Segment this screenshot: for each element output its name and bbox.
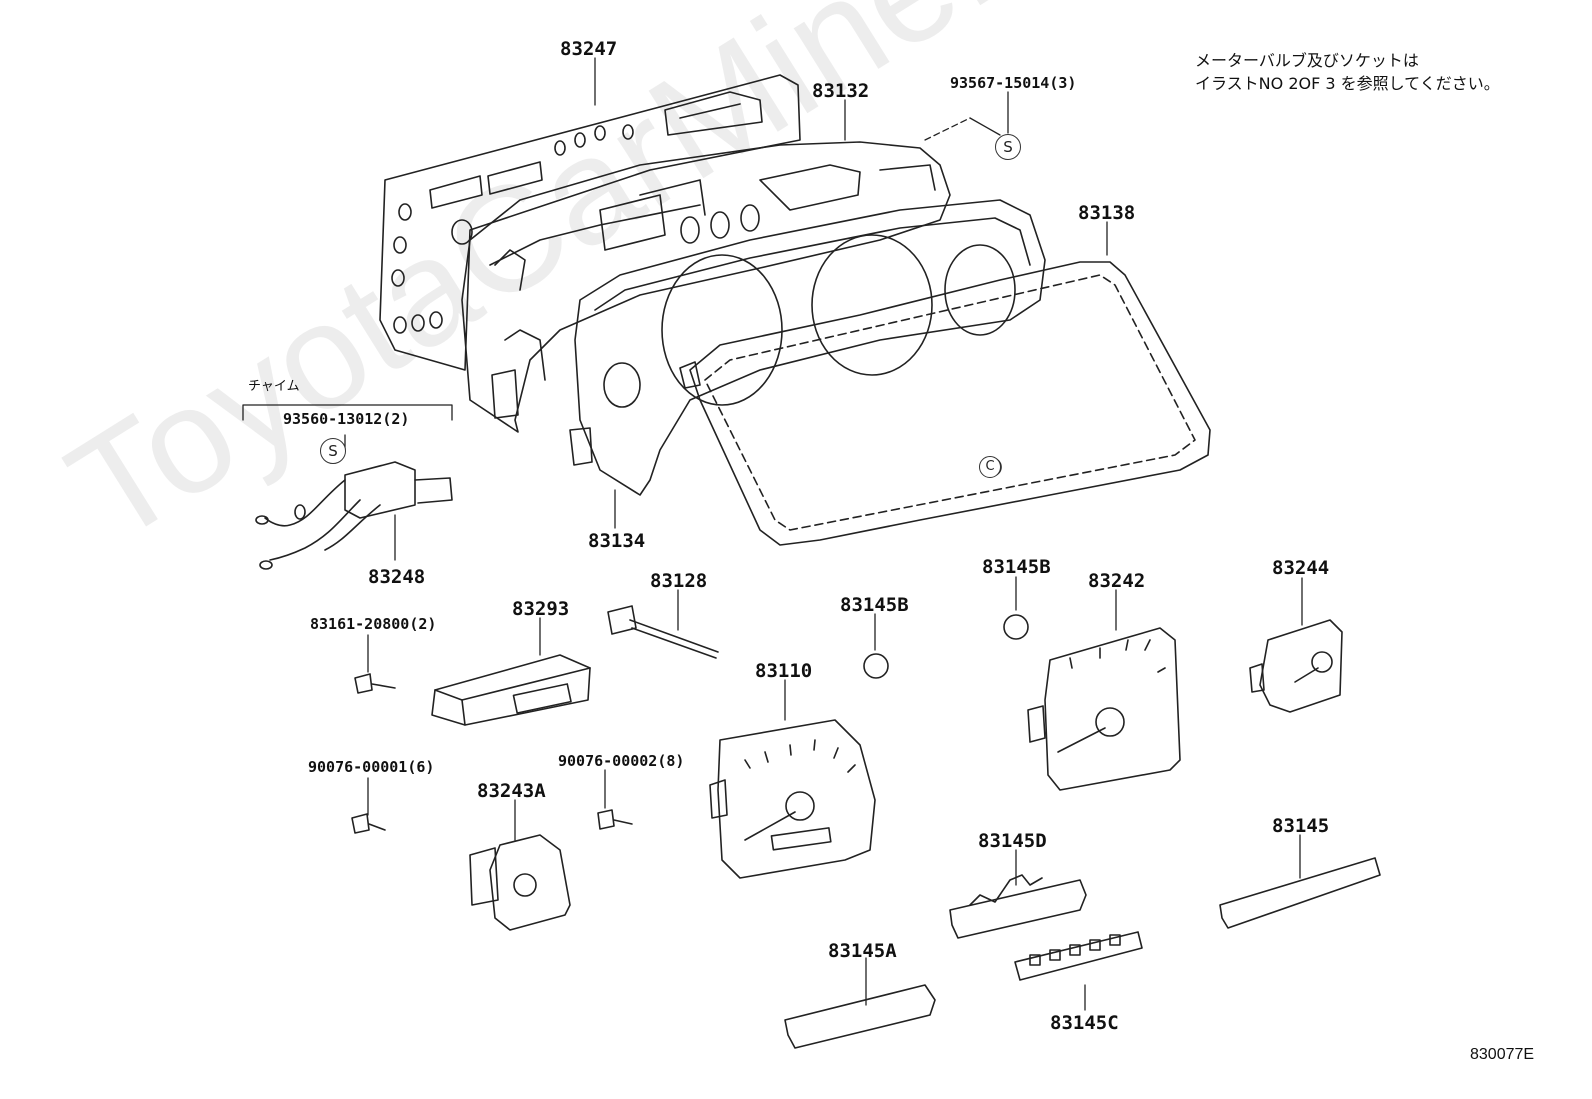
leader-lines bbox=[344, 57, 1303, 1011]
indicator-plate-c-drawing bbox=[1014, 931, 1143, 981]
circuit-module-drawing bbox=[431, 654, 591, 726]
part-label: 83145D bbox=[978, 830, 1047, 852]
part-label: 83145B bbox=[840, 594, 909, 616]
part-label: 83128 bbox=[650, 570, 708, 592]
part-label: 83242 bbox=[1088, 570, 1146, 592]
part-label: 83247 bbox=[560, 38, 618, 60]
part-label: 83145 bbox=[1272, 815, 1330, 837]
chime-bracket bbox=[242, 404, 453, 421]
note-line-2: イラストNO 2OF 3 を参照してください。 bbox=[1195, 74, 1500, 93]
sensor-rod-drawing bbox=[607, 605, 719, 659]
circuit-plate-drawing bbox=[379, 74, 801, 371]
part-label: 83134 bbox=[588, 530, 646, 552]
part-label: 83293 bbox=[512, 598, 570, 620]
shift-plate-drawing bbox=[949, 874, 1087, 939]
chime-label: チャイム bbox=[248, 379, 300, 394]
part-label: 83145A bbox=[828, 940, 897, 962]
warning-plate-drawing bbox=[1219, 857, 1381, 929]
bulb-b1-drawing bbox=[863, 653, 889, 679]
bezel-drawing bbox=[569, 199, 1046, 496]
s-symbol: S bbox=[320, 438, 346, 464]
chime-part-label: 93560-13012(2) bbox=[283, 410, 410, 428]
part-label: 90076-00001(6) bbox=[308, 758, 435, 776]
part-label: 83244 bbox=[1272, 557, 1330, 579]
figure-id: 830077E bbox=[1470, 1046, 1535, 1063]
housing-drawing bbox=[461, 141, 951, 433]
part-label: 83145C bbox=[1050, 1012, 1119, 1034]
bulb-b2-drawing bbox=[1003, 614, 1029, 640]
chime-drawing bbox=[255, 461, 453, 570]
part-label: 90076-00002(8) bbox=[558, 752, 685, 770]
speedometer-drawing bbox=[709, 719, 876, 879]
fuel-gauge-drawing bbox=[469, 834, 571, 931]
part-label: 83138 bbox=[1078, 202, 1136, 224]
part-label: 83132 bbox=[812, 80, 870, 102]
screws-drawing bbox=[351, 673, 633, 834]
part-label: 83145B bbox=[982, 556, 1051, 578]
indicator-plate-a-drawing bbox=[784, 984, 936, 1049]
part-label: 83161-20800(2) bbox=[310, 615, 437, 633]
s-symbol: S bbox=[995, 134, 1021, 160]
glass-drawing bbox=[679, 261, 1211, 546]
part-label: 93567-15014(3) bbox=[950, 74, 1077, 92]
part-label: 83243A bbox=[477, 780, 546, 802]
part-label: 83110 bbox=[755, 660, 813, 682]
tachometer-drawing bbox=[1027, 627, 1181, 791]
temp-gauge-drawing bbox=[1249, 619, 1343, 713]
part-label: 83248 bbox=[368, 566, 426, 588]
note-line-1: メーターバルブ及びソケットは bbox=[1195, 51, 1419, 70]
c-symbol: C bbox=[979, 456, 1001, 478]
